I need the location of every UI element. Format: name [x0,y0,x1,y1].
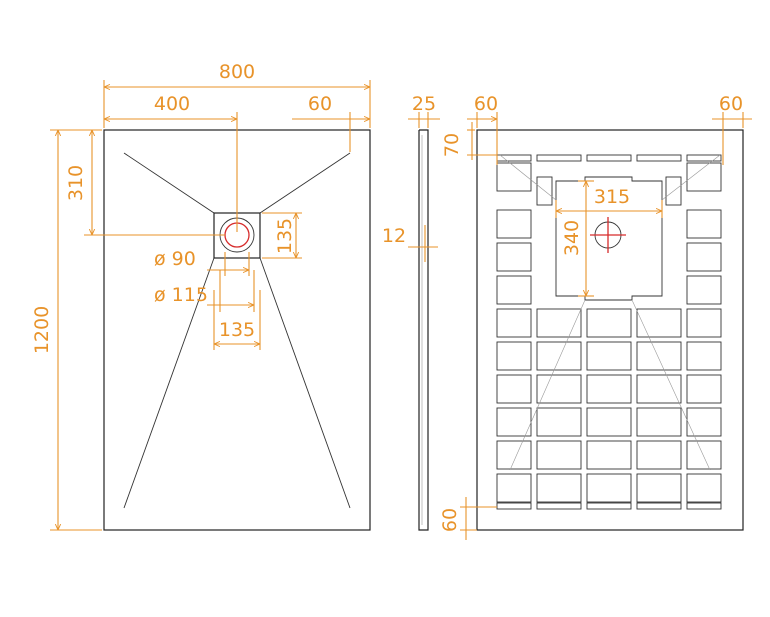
dim-drain-outer: ø 115 [154,270,254,312]
support-bar [686,154,722,162]
support-grid [496,154,722,510]
dim-label-135-horizontal: 135 [219,319,255,341]
dim-label-60-left: 60 [474,93,498,115]
dim-label-310: 310 [65,165,87,201]
support-bar [536,154,582,162]
slope-lines [123,152,351,509]
support-bar [686,502,722,510]
support-cell [496,374,532,404]
slope-hints [499,154,721,471]
dim-bottom-edge-right: 60 [712,93,752,165]
dim-label-400: 400 [154,93,190,115]
dim-opening-height: 340 [561,181,594,296]
support-cell [686,473,722,503]
bottom-outline [476,129,744,531]
support-cell [636,407,682,437]
support-bar [586,502,632,510]
dim-bottom-edge-left: 60 [467,93,498,165]
support-cell [586,473,632,503]
support-cell [536,176,553,206]
support-cell [496,341,532,371]
support-cell [496,162,532,192]
dim-label-dia-90: ø 90 [154,248,196,270]
support-cell [686,374,722,404]
dim-label-1200: 1200 [31,306,53,354]
support-cell [536,407,582,437]
support-cell [586,341,632,371]
dim-label-25: 25 [412,93,436,115]
support-bar [496,502,532,510]
dim-label-60-top: 60 [308,93,332,115]
support-cell [586,407,632,437]
support-cell [496,308,532,338]
support-cell [686,308,722,338]
support-cell [496,407,532,437]
support-cell [536,374,582,404]
dim-drain-box-height: 135 [262,213,302,258]
support-cell [586,440,632,470]
dim-label-340: 340 [561,220,583,256]
dim-opening-width: 315 [556,186,662,218]
support-cell [496,242,532,272]
support-cell [496,209,532,239]
support-bar [536,502,582,510]
support-cell [636,341,682,371]
support-cell [665,176,682,206]
dim-label-dia-115: ø 115 [154,284,208,306]
support-cell [686,407,722,437]
dim-label-60-bottom: 60 [439,508,461,532]
support-cell [686,440,722,470]
dim-label-70: 70 [441,133,463,157]
dim-drain-offset: 400 [104,93,237,232]
dim-rim-height: 12 [382,225,438,262]
support-cell [686,275,722,305]
dim-drain-distance: 310 [65,130,225,235]
dim-label-12: 12 [382,225,406,247]
support-cell [586,374,632,404]
support-bar [636,502,682,510]
dim-overall-width: 800 [104,61,370,128]
dim-bottom-edge-top: 70 [441,122,497,160]
side-view: 25 12 [382,93,440,531]
support-cell [536,308,582,338]
top-view: 800 400 60 1200 310 [31,61,370,530]
support-cell [686,242,722,272]
support-cell [636,374,682,404]
support-cell [536,473,582,503]
bottom-view: 60 60 70 60 315 [439,93,752,540]
support-bar [636,154,682,162]
side-profile [418,129,429,531]
dim-label-60-right: 60 [719,93,743,115]
support-cell [536,440,582,470]
support-cell [536,341,582,371]
support-cell [496,440,532,470]
support-cell [686,209,722,239]
dim-drain-box-width: 135 [214,290,260,350]
support-cell [636,308,682,338]
support-bar [496,154,532,162]
dim-label-315: 315 [594,186,630,208]
dim-drain-inner: ø 90 [154,248,249,276]
support-cell [496,473,532,503]
dim-edge-offset: 60 [292,93,370,152]
dim-label-135-vertical: 135 [274,218,296,254]
support-cell [636,473,682,503]
support-cell [496,275,532,305]
dim-label-800: 800 [219,61,255,83]
dim-bottom-edge-bottom: 60 [439,497,497,540]
dim-thickness: 25 [408,93,440,128]
support-cell [686,162,722,192]
support-cell [686,341,722,371]
support-bar [586,154,632,162]
support-cell [586,308,632,338]
support-cell [636,440,682,470]
